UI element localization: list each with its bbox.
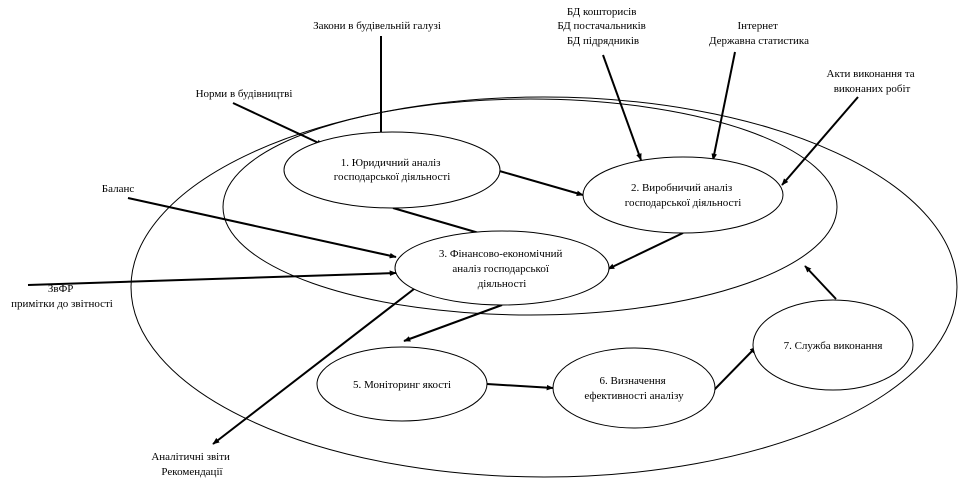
node-effectiveness-label: 6. Визначення ефективності аналізу — [584, 375, 684, 402]
source-databases: БД кошторисів БД постачальників БД підря… — [557, 6, 648, 47]
node-production-analysis: 2. Виробничий аналіз господарської діяль… — [582, 156, 784, 234]
source-construction-laws: Закони в будівельній галузі — [313, 20, 441, 32]
arrow-legal-to-production — [495, 169, 584, 196]
source-construction-norms: Норми в будівництві — [196, 88, 293, 100]
node-financial-analysis: 3. Фінансово-економічний аналіз господар… — [394, 230, 610, 306]
arrow-norms-to-legal — [232, 102, 324, 146]
outer-ring — [130, 96, 958, 478]
source-balance-sheet: Баланс — [102, 183, 135, 195]
arrow-internet-to-production — [711, 51, 736, 161]
node-production-analysis-label: 2. Виробничий аналіз господарської діяль… — [625, 182, 742, 209]
arrow-dbs-to-production — [602, 54, 642, 161]
source-completion-acts: Акти виконання та виконаних робіт — [827, 68, 918, 95]
arrow-balance-to-financial — [127, 197, 397, 259]
arrow-effectiveness-to-service — [713, 346, 757, 391]
arrow-monitoring-to-effectiveness — [486, 383, 554, 391]
node-legal-analysis-label: 1. Юридичний аналіз господарської діяльн… — [334, 157, 451, 183]
connectors — [27, 36, 859, 445]
arrow-financial-to-monitoring — [403, 304, 503, 342]
output-analytical-reports: Аналітичні звіти Рекомендації — [151, 451, 232, 478]
node-financial-analysis-label: 3. Фінансово-економічний аналіз господар… — [439, 248, 565, 290]
inner-ring — [222, 98, 838, 316]
node-legal-analysis: 1. Юридичний аналіз господарської діяльн… — [283, 131, 501, 209]
arrow-acts-to-production — [781, 96, 859, 186]
arrow-service-to-inner-ring — [804, 265, 837, 300]
source-internet-statistics: Інтернет Державна статистика — [709, 20, 809, 47]
arrow-production-to-financial — [607, 232, 684, 270]
node-quality-monitoring: 5. Моніторинг якості — [316, 346, 488, 422]
arrow-financial-to-reports — [212, 288, 415, 445]
node-effectiveness: 6. Визначення ефективності аналізу — [552, 347, 716, 429]
arrow-zvfr-to-financial — [27, 270, 397, 286]
node-execution-service-label: 7. Служба виконання — [784, 340, 883, 352]
node-quality-monitoring-label: 5. Моніторинг якості — [353, 379, 451, 391]
node-execution-service: 7. Служба виконання — [752, 299, 914, 391]
source-financial-statements: ЗвФР примітки до звітності — [11, 283, 113, 310]
